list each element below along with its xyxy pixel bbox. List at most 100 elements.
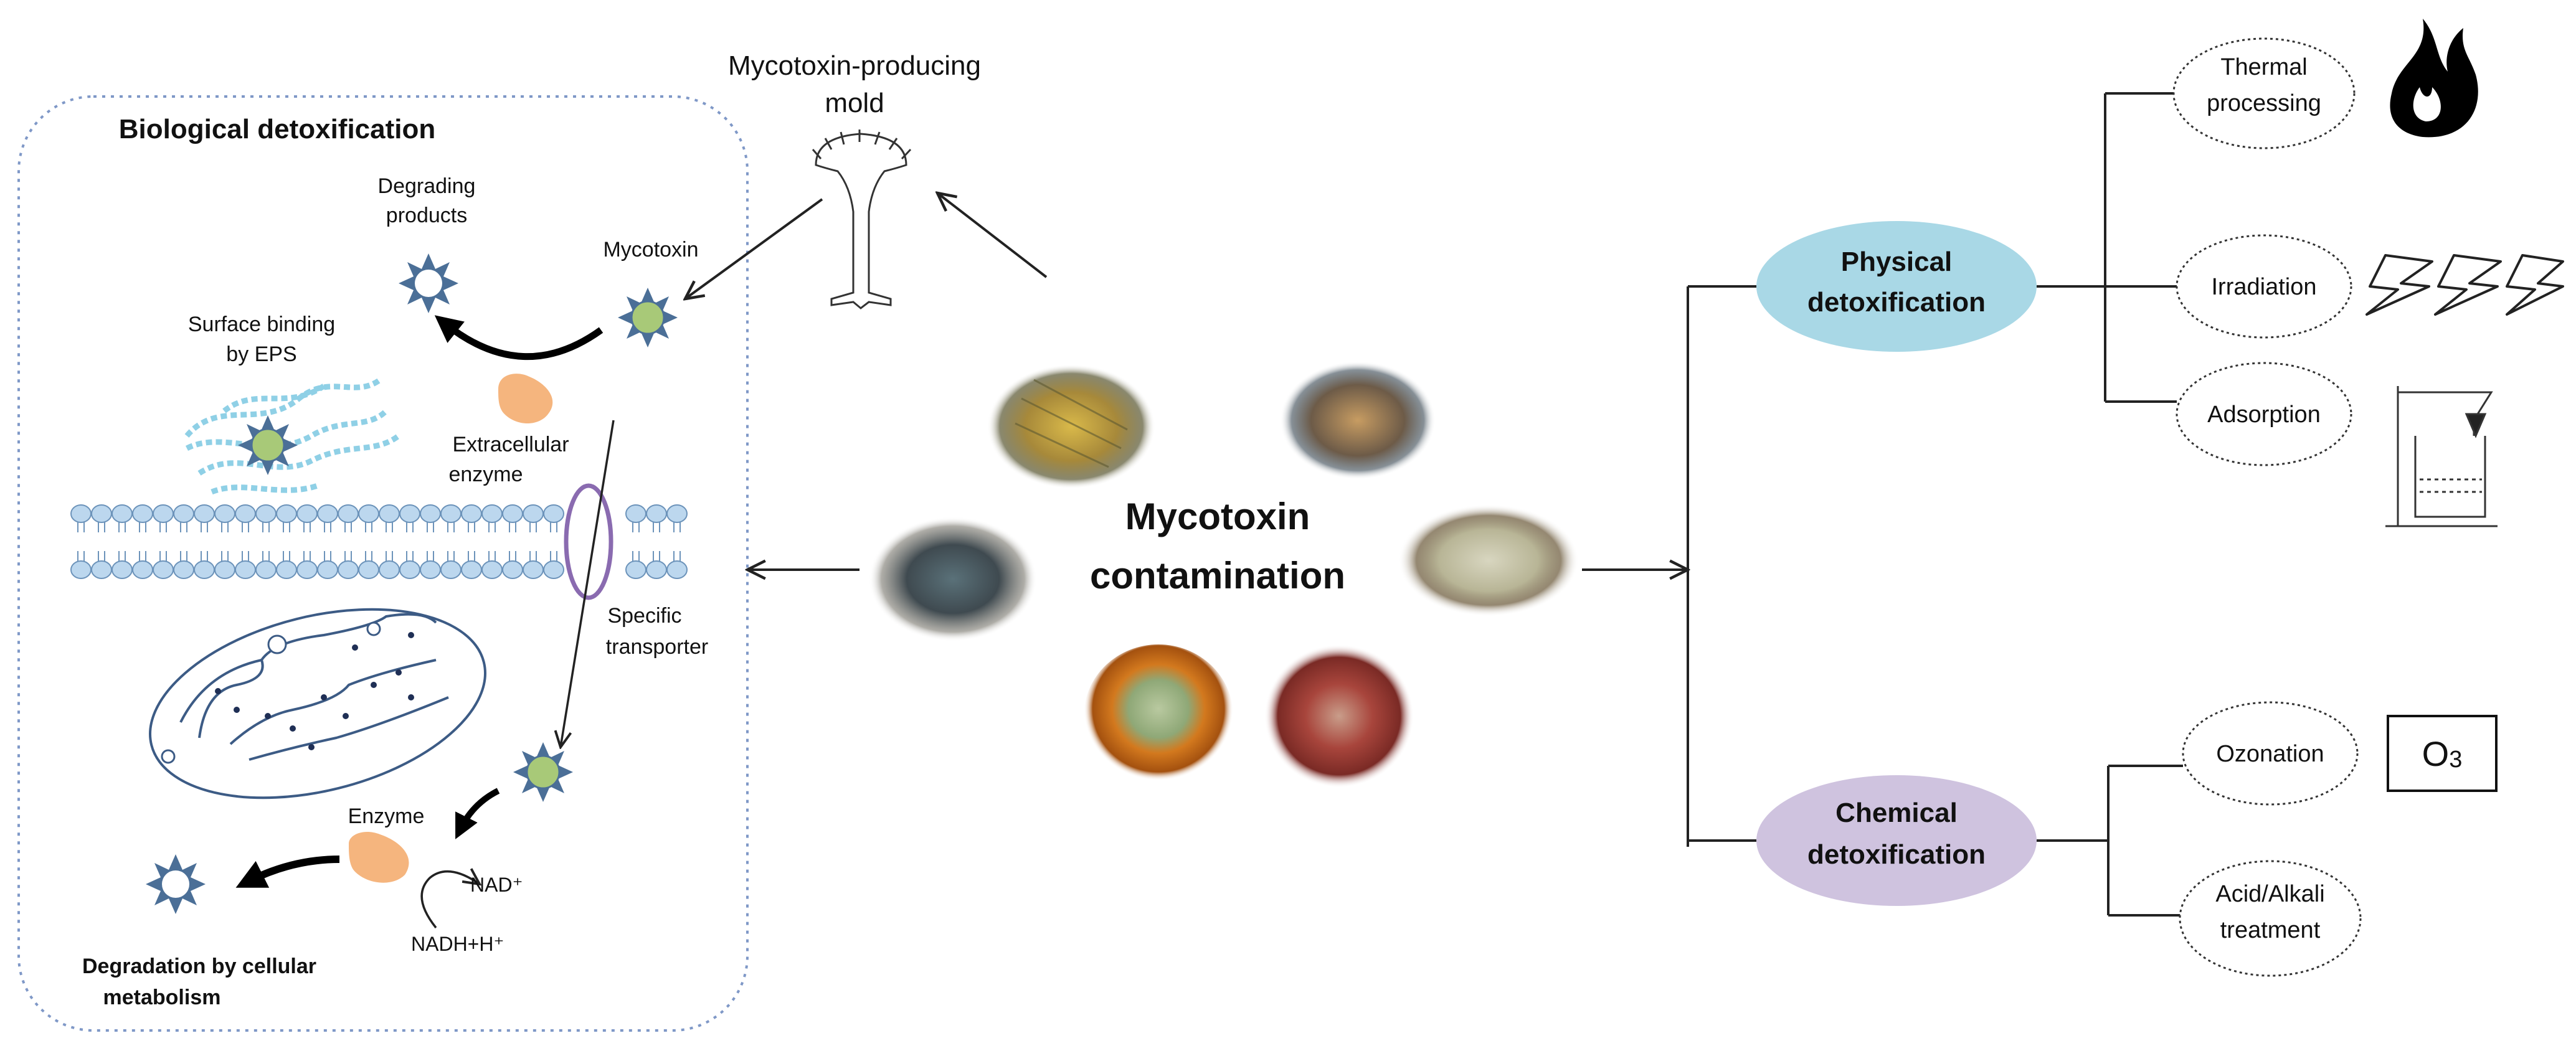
nad-label: NAD⁺ (470, 874, 523, 896)
ozonation-label: Ozonation (2216, 741, 2324, 767)
lipid-head (317, 560, 338, 579)
lightning-icon (2365, 254, 2564, 316)
lipid-head (666, 504, 688, 523)
mold-icon (812, 130, 912, 309)
chemical-label-1: Chemical (1835, 798, 1958, 828)
lipid-head (153, 560, 174, 579)
lipid-head (461, 560, 482, 579)
mycotoxin-label: Mycotoxin (603, 238, 698, 262)
chemical-label-2: detoxification (1807, 839, 1986, 870)
acid-label-2: treatment (2220, 917, 2321, 943)
physical-label-1: Physical (1841, 247, 1953, 277)
lipid-head (440, 504, 462, 523)
lipid-head (194, 504, 215, 523)
transporter-label-1: Specific (607, 604, 681, 628)
ozonation-node (2182, 701, 2359, 806)
orange-photo (1084, 644, 1233, 788)
lipid-head (420, 504, 441, 523)
mold-label-2: mold (825, 88, 884, 118)
degradation-curved-arrow (434, 315, 604, 360)
lipid-head (481, 560, 503, 579)
acid-alkali-node (2179, 860, 2362, 977)
degradation-label-2: metabolism (103, 986, 221, 1009)
nad-arrow (420, 872, 480, 929)
intracellular-mycotoxin-icon (513, 742, 573, 802)
lipid-head (543, 560, 564, 579)
lipid-head (358, 504, 379, 523)
metabolism-arrow (235, 856, 340, 888)
degraded-product-icon (399, 253, 458, 313)
nadh-label: NADH+H⁺ (411, 933, 504, 955)
lipid-head (317, 504, 338, 523)
extracellular-label-2: enzyme (448, 463, 523, 486)
lipid-head (132, 560, 153, 579)
lipid-head (91, 504, 112, 523)
lipid-head (255, 504, 277, 523)
lipid-head (502, 504, 523, 523)
physical-detox-node (1756, 221, 2037, 352)
lipid-head (338, 560, 359, 579)
lipid-head (111, 560, 133, 579)
lipid-head (111, 504, 133, 523)
lipid-head (153, 504, 174, 523)
lipid-head (173, 560, 194, 579)
thermal-label-1: Thermal (2220, 54, 2307, 80)
mold-label-1: Mycotoxin-producing (728, 50, 981, 81)
lipid-head (625, 560, 646, 579)
lipid-head (461, 504, 482, 523)
surface-binding-label-1: Surface binding (188, 313, 335, 336)
transport-arrow (561, 420, 615, 747)
thermal-label-2: processing (2207, 90, 2321, 116)
lipid-head (379, 560, 400, 579)
surface-binding-label-2: by EPS (226, 342, 296, 366)
lipid-head (646, 560, 667, 579)
lipid-head (276, 504, 297, 523)
lipid-head (420, 560, 441, 579)
center-title-1: Mycotoxin (1125, 496, 1310, 537)
lipid-head (235, 504, 256, 523)
acid-label-1: Acid/Alkali (2215, 881, 2324, 907)
cell-membrane (70, 504, 688, 579)
lipid-head (502, 560, 523, 579)
lipid-head (132, 504, 153, 523)
enzyme-label: Enzyme (348, 804, 425, 828)
lipid-head (70, 560, 92, 579)
mycotoxin-icon (618, 288, 678, 347)
lipid-head (255, 560, 277, 579)
eps-fibers (184, 377, 400, 495)
lipid-head (276, 560, 297, 579)
biological-title: Biological detoxification (119, 114, 436, 144)
food-photos (869, 361, 1579, 788)
specific-transporter (564, 483, 613, 600)
adsorption-label: Adsorption (2207, 402, 2321, 428)
degrading-label-2: products (386, 204, 467, 227)
center-title-2: contamination (1090, 555, 1345, 596)
flame-icon (2390, 19, 2478, 138)
transporter-label-2: transporter (606, 635, 708, 659)
mitochondrion-icon (149, 608, 486, 799)
bread-photo (1398, 504, 1579, 616)
lipid-head (543, 504, 564, 523)
lipid-head (194, 560, 215, 579)
biological-box (17, 95, 749, 1032)
lipid-head (338, 504, 359, 523)
lipid-head (91, 560, 112, 579)
ozone-formula-sub: 3 (2449, 746, 2463, 773)
lipid-head (173, 504, 194, 523)
nuts-photo (1280, 361, 1436, 479)
lipid-head (440, 560, 462, 579)
lipid-head (481, 504, 503, 523)
lipid-head (214, 560, 235, 579)
corn-photo (987, 364, 1155, 489)
to-enzyme-arrow (455, 788, 500, 839)
lipid-head (70, 504, 92, 523)
lipid-head (399, 560, 420, 579)
lipid-head (646, 504, 667, 523)
lipid-head (625, 504, 646, 523)
mold-to-mycotoxin-arrow (685, 198, 823, 299)
lipid-head (523, 504, 544, 523)
irradiation-node (2176, 234, 2352, 339)
lipid-head (235, 560, 256, 579)
lipid-head (358, 560, 379, 579)
